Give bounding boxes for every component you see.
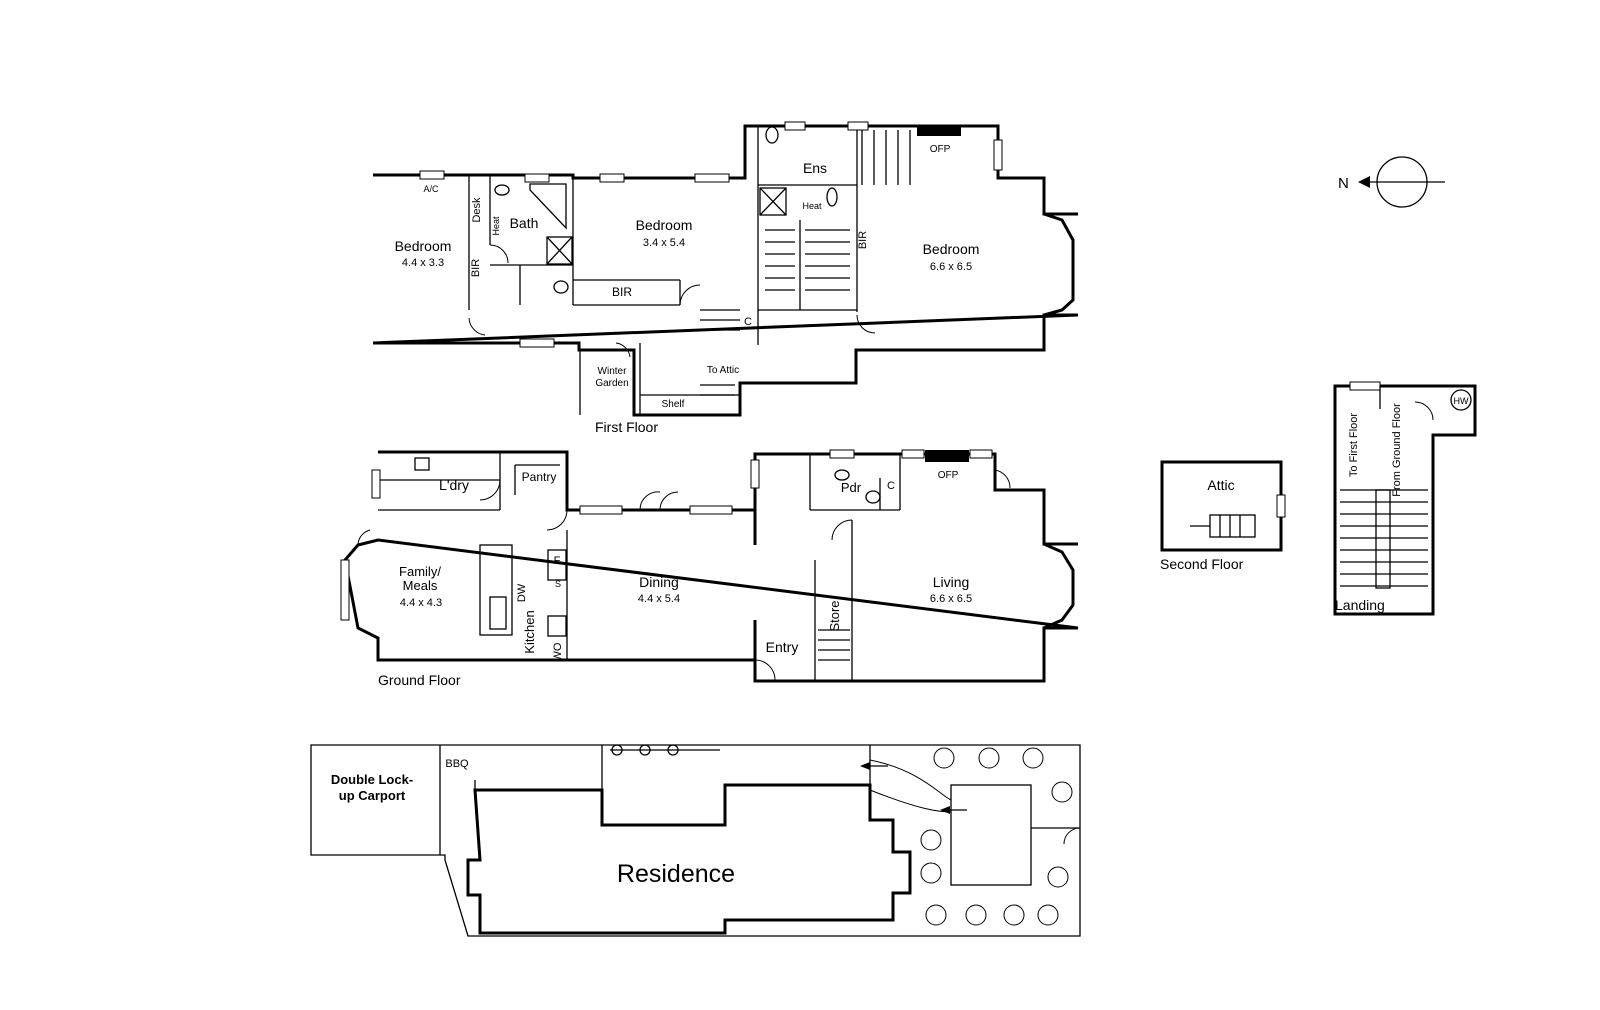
second-floor-title: Second Floor bbox=[1160, 556, 1244, 572]
first-floor-title: First Floor bbox=[595, 419, 658, 435]
first-floor-plan bbox=[372, 121, 1079, 417]
ground-floor-title: Ground Floor bbox=[378, 672, 461, 688]
pantry-label: Pantry bbox=[522, 470, 557, 484]
desk-label: Desk bbox=[471, 197, 483, 223]
hot-water-label: HW bbox=[1454, 396, 1469, 406]
to-attic-label: To Attic bbox=[707, 365, 739, 376]
bedroom-east-size: 6.6 x 6.5 bbox=[930, 261, 972, 273]
heat-ens-label: Heat bbox=[802, 201, 822, 211]
bath-label: Bath bbox=[510, 215, 539, 231]
ofp-first-label: OFP bbox=[930, 144, 951, 155]
heat-bath-label: Heat bbox=[491, 216, 501, 236]
family-meals-box: Family/ Meals bbox=[399, 565, 441, 593]
ens-label: Ens bbox=[803, 160, 827, 176]
bedroom-west-label: Bedroom bbox=[395, 238, 452, 254]
family-meals-size: 4.4 x 4.3 bbox=[400, 597, 442, 609]
living-label: Living bbox=[933, 574, 970, 590]
ac-label: A/C bbox=[423, 184, 439, 194]
wall-oven-label: WO bbox=[552, 642, 564, 661]
shelf-label: Shelf bbox=[662, 399, 685, 410]
north-compass-icon bbox=[1358, 156, 1445, 208]
store-label: Store bbox=[827, 600, 842, 631]
bedroom-west-size: 4.4 x 3.3 bbox=[402, 257, 444, 269]
kitchen-label: Kitchen bbox=[522, 610, 537, 653]
cupboard-first-label: C bbox=[744, 316, 752, 328]
bedroom-east-label: Bedroom bbox=[923, 241, 980, 257]
site-plan bbox=[310, 744, 1081, 937]
dining-size: 4.4 x 5.4 bbox=[638, 593, 680, 605]
ground-floor-plan bbox=[340, 449, 1079, 683]
attic-label: Attic bbox=[1207, 477, 1234, 493]
fridge-label: F bbox=[554, 555, 561, 567]
sink-label: S bbox=[555, 579, 561, 589]
winter-garden-label: Winter Garden bbox=[595, 366, 629, 389]
carport-box: Double Lock-up Carport bbox=[330, 772, 414, 803]
north-label: N bbox=[1338, 175, 1349, 192]
cupboard-ground-label: C bbox=[887, 480, 895, 492]
ofp-ground-label: OFP bbox=[938, 470, 959, 481]
carport-label: Double Lock-up Carport bbox=[330, 772, 414, 803]
to-first-floor-label: To First Floor bbox=[1348, 413, 1360, 478]
bir-east-label: BIR bbox=[857, 231, 869, 249]
family-meals-label: Family/ Meals bbox=[399, 565, 441, 593]
landing-plan bbox=[1333, 381, 1477, 616]
bir-mid-label: BIR bbox=[612, 285, 632, 299]
winter-garden-box: Winter Garden bbox=[595, 366, 629, 389]
living-size: 6.6 x 6.5 bbox=[930, 593, 972, 605]
dining-label: Dining bbox=[639, 574, 679, 590]
garden-tree-icons bbox=[920, 747, 1073, 926]
powder-room-label: Pdr bbox=[841, 480, 862, 495]
residence-label: Residence bbox=[617, 860, 735, 888]
second-floor-plan bbox=[1160, 460, 1286, 552]
bir-west-label: BIR bbox=[470, 259, 482, 277]
bedroom-mid-label: Bedroom bbox=[636, 217, 693, 233]
bbq-label: BBQ bbox=[445, 758, 469, 770]
from-ground-floor-label: From Ground Floor bbox=[1391, 403, 1403, 497]
laundry-label: L'dry bbox=[439, 477, 469, 493]
dishwasher-label: DW bbox=[516, 583, 528, 602]
entry-label: Entry bbox=[766, 639, 799, 655]
bedroom-mid-size: 3.4 x 5.4 bbox=[643, 237, 685, 249]
landing-title: Landing bbox=[1335, 597, 1385, 613]
